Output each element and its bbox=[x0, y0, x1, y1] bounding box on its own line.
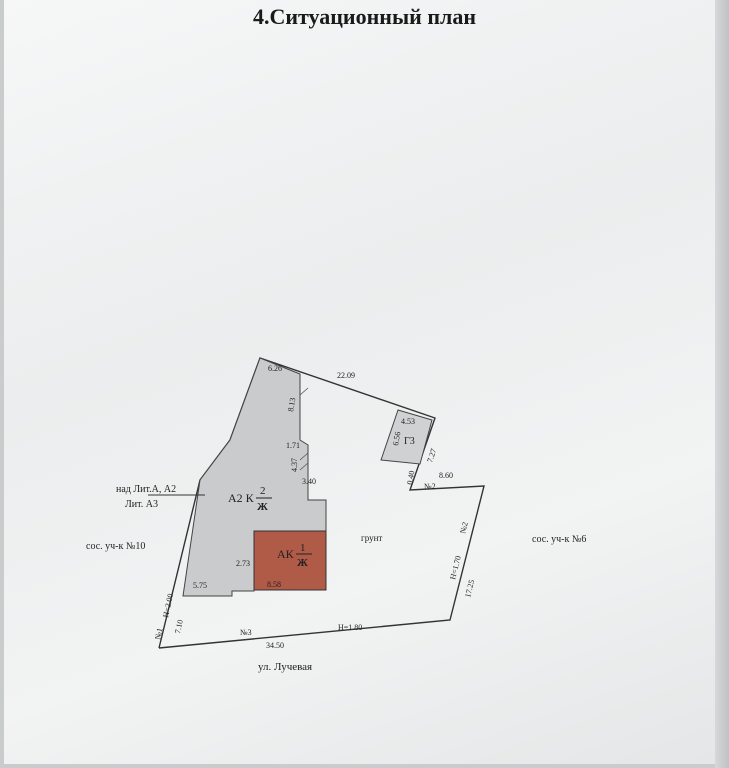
dim-0-40: 0.40 bbox=[405, 470, 416, 485]
ground-label: грунт bbox=[361, 533, 382, 543]
note-line-2: Лит. А3 bbox=[125, 499, 158, 510]
dim-2-73: 2.73 bbox=[236, 559, 250, 568]
dim-8-58: 8.58 bbox=[267, 580, 281, 589]
point-2: №2 bbox=[424, 482, 436, 491]
neighbor-left-label: сос. уч-к №10 bbox=[86, 541, 145, 552]
building-a2k-label: А2 К bbox=[228, 491, 255, 505]
dim-4-37: 4.37 bbox=[290, 458, 299, 472]
dim-7-27: 7.27 bbox=[425, 448, 438, 464]
building-ak-numerator: 1 bbox=[300, 542, 306, 554]
building-ak-denominator: Ж bbox=[297, 557, 308, 569]
garage-g3-label: Г3 bbox=[404, 436, 415, 447]
hatch-mark bbox=[299, 452, 309, 461]
building-a2k-numerator: 2 bbox=[260, 485, 266, 497]
hatch-mark bbox=[299, 387, 309, 396]
building-ak-label: АК bbox=[277, 547, 295, 561]
dim-3-40: 3.40 bbox=[302, 477, 316, 486]
point-2-side: №2 bbox=[458, 521, 470, 534]
hatch-mark bbox=[299, 462, 309, 471]
paper-sheet bbox=[4, 0, 720, 764]
dim-34-50: 34.50 bbox=[266, 641, 284, 650]
neighbor-right-label: сос. уч-к №6 bbox=[532, 534, 586, 545]
dim-7-10: 7.10 bbox=[173, 619, 185, 635]
dim-8-13: 8.13 bbox=[286, 397, 297, 412]
dim-5-75: 5.75 bbox=[193, 581, 207, 590]
height-2-00: Н=2.00 bbox=[161, 593, 175, 619]
building-ak bbox=[253, 530, 327, 591]
page-title: 4.Ситуационный план bbox=[252, 4, 477, 29]
point-3: №3 bbox=[240, 628, 252, 637]
building-a2k-denominator: Ж bbox=[257, 501, 268, 513]
dim-17-25: 17.25 bbox=[463, 579, 476, 599]
garage-g3 bbox=[380, 409, 433, 465]
height-1-80: Н=1.80 bbox=[338, 623, 362, 632]
dim-8-60: 8.60 bbox=[439, 471, 453, 480]
dim-22-09: 22.09 bbox=[337, 371, 355, 380]
dim-6-56: 6.56 bbox=[391, 431, 402, 446]
dim-4-53: 4.53 bbox=[401, 417, 415, 426]
note-line-1: над Лит.А, А2 bbox=[116, 484, 176, 495]
sheet-edge-shadow bbox=[715, 0, 729, 768]
street-label: ул. Лучевая bbox=[258, 661, 312, 673]
point-1: №1 bbox=[153, 627, 164, 640]
dim-6-26: 6.26 bbox=[268, 364, 282, 373]
dim-1-71: 1.71 bbox=[286, 441, 300, 450]
